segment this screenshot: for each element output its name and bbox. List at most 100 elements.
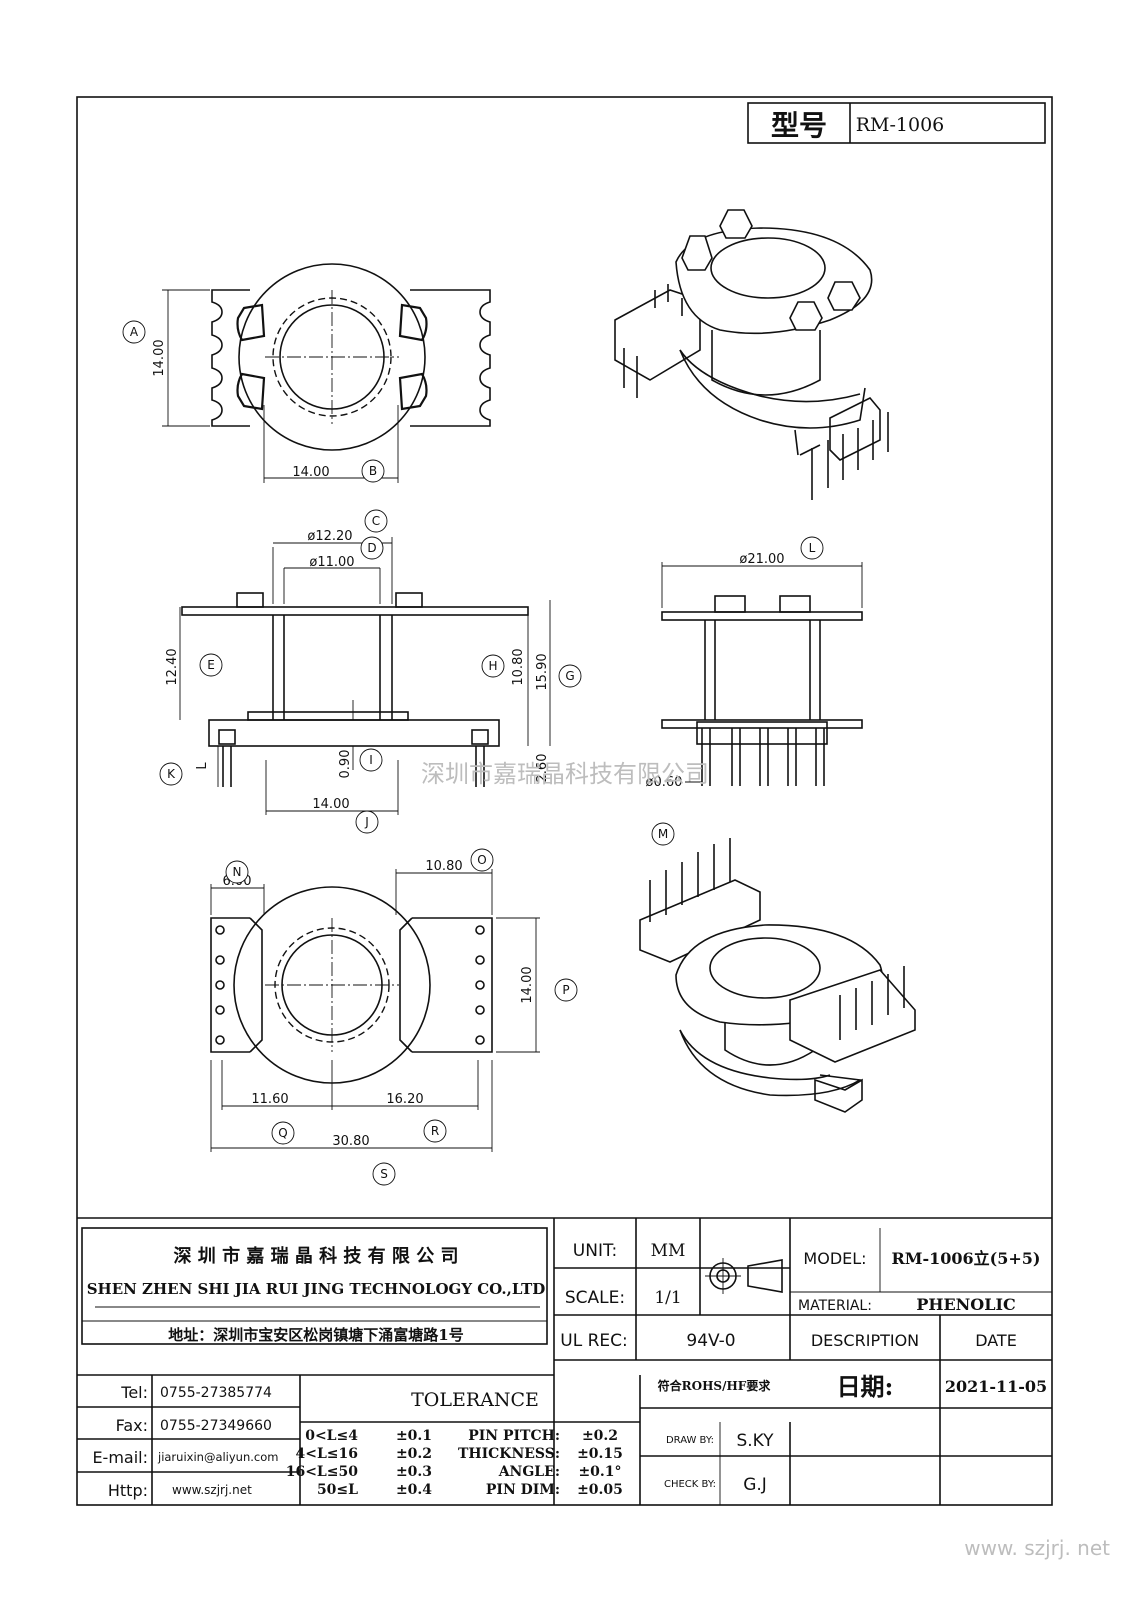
- http-value: www.szjrj.net: [172, 1483, 252, 1497]
- dim-A: 14.00: [152, 339, 167, 376]
- dim-C: ø12.20: [307, 529, 352, 544]
- bubble-r: R: [423, 1119, 447, 1143]
- bubble-s: S: [372, 1162, 396, 1186]
- bubble-label: C: [372, 514, 380, 528]
- bubble-label: M: [658, 827, 668, 841]
- dim-R: 16.20: [386, 1092, 423, 1107]
- tolerance-item-value: ±0.1°: [578, 1464, 621, 1480]
- tel-value: 0755-27385774: [160, 1385, 272, 1401]
- dim-M: ø0.60: [646, 775, 683, 790]
- tolerance-range-value: ±0.1: [396, 1428, 432, 1444]
- top-view: 14.00 14.00: [152, 263, 491, 483]
- email-value: jiaruixin@aliyun.com: [157, 1450, 278, 1464]
- company-name-cn: 深 圳 市 嘉 瑞 晶 科 技 有 限 公 司: [174, 1245, 459, 1267]
- bubble-label: O: [477, 853, 486, 867]
- iso-view-bottom: [639, 838, 916, 1113]
- company-address: 地址：深圳市宝安区松岗镇塘下涌富塘路1号: [168, 1326, 463, 1344]
- model-header: 型号 RM-1006: [747, 102, 1046, 144]
- bubble-g: G: [558, 664, 582, 688]
- dim-K-value: 2.60: [535, 754, 550, 783]
- dim-S: 30.80: [332, 1134, 369, 1149]
- tolerance-item-label: ANGLE:: [498, 1464, 560, 1480]
- http-label: Http:: [108, 1481, 148, 1500]
- dim-I: 0.90: [338, 750, 353, 779]
- unit-label: UNIT:: [573, 1241, 617, 1261]
- bubble-h: H: [481, 654, 505, 678]
- dim-Q: 11.60: [251, 1092, 288, 1107]
- tolerance-range-value: ±0.2: [396, 1446, 432, 1462]
- bubble-label: E: [207, 658, 215, 672]
- date-label: 日期:: [837, 1372, 894, 1401]
- pin-holes-right: [475, 925, 485, 1045]
- model-label: MODEL:: [803, 1249, 866, 1268]
- rohs-note: 符合ROHS/HF要求: [658, 1378, 772, 1393]
- bubble-label: Q: [278, 1126, 287, 1140]
- projection-symbol-icon: [705, 1258, 783, 1294]
- dim-G: 15.90: [535, 653, 550, 690]
- bubble-label: G: [565, 669, 574, 683]
- company-box: [81, 1227, 548, 1345]
- ul-value: 94V-0: [686, 1331, 735, 1351]
- bubble-c: C: [364, 509, 388, 533]
- material-value: PHENOLIC: [916, 1295, 1015, 1314]
- tolerance-range-value: ±0.4: [396, 1482, 432, 1498]
- company-name-en: SHEN ZHEN SHI JIA RUI JING TECHNOLOGY CO…: [87, 1280, 546, 1298]
- check-value: G.J: [743, 1475, 767, 1495]
- date-header: DATE: [975, 1331, 1017, 1350]
- unit-value: MM: [651, 1241, 686, 1261]
- watermark-url: www. szjrj. net: [964, 1536, 1110, 1560]
- tolerance-item-value: ±0.15: [577, 1446, 623, 1462]
- dim-P: 14.00: [520, 966, 535, 1003]
- tolerance-range: 16<L≤50: [286, 1464, 359, 1480]
- tolerance-item-value: ±0.2: [582, 1428, 618, 1444]
- scale-value: 1/1: [654, 1288, 681, 1308]
- drawing-border: [76, 96, 1053, 1506]
- dim-J: 14.00: [312, 797, 349, 812]
- bubble-label: R: [431, 1124, 439, 1138]
- dim-H: 10.80: [511, 648, 526, 685]
- fax-value: 0755-27349660: [160, 1418, 272, 1434]
- dim-O: 10.80: [425, 859, 462, 874]
- bubble-label: S: [380, 1167, 388, 1181]
- bubble-b: B: [361, 459, 385, 483]
- dim-L: ø21.00: [739, 552, 784, 567]
- bubble-k: K: [159, 762, 183, 786]
- bubble-i: I: [359, 748, 383, 772]
- draw-value: S.KY: [736, 1431, 774, 1451]
- tolerance-rows: 0<L≤4±0.14<L≤16±0.216<L≤50±0.350≤L±0.4PI…: [286, 1428, 623, 1498]
- bubble-label: D: [367, 541, 376, 555]
- tolerance-item-value: ±0.05: [577, 1482, 623, 1498]
- bubble-label: K: [167, 767, 176, 781]
- tolerance-title: TOLERANCE: [411, 1389, 539, 1411]
- fax-label: Fax:: [116, 1416, 148, 1435]
- bubble-o: O: [470, 848, 494, 872]
- dim-K-label: L: [195, 762, 210, 770]
- tolerance-item-label: PIN DIM:: [486, 1482, 560, 1498]
- tel-label: Tel:: [120, 1383, 148, 1402]
- bubble-j: J: [355, 810, 379, 834]
- dim-B: 14.00: [292, 465, 329, 480]
- bubble-l: L: [800, 536, 824, 560]
- dim-E: 12.40: [165, 648, 180, 685]
- bubble-label: A: [130, 325, 139, 339]
- tolerance-item-label: PIN PITCH:: [468, 1428, 560, 1444]
- model-value: RM-1006立(5+5): [892, 1249, 1041, 1268]
- pin-holes-left: [215, 925, 225, 1045]
- bubble-n: N: [225, 860, 249, 884]
- iso-pins-right: [811, 397, 889, 500]
- bubble-e: E: [199, 653, 223, 677]
- watermark-company: 深圳市嘉瑞晶科技有限公司: [421, 760, 709, 788]
- email-label: E-mail:: [92, 1448, 148, 1467]
- date-value: 2021-11-05: [945, 1377, 1047, 1396]
- ul-label: UL REC:: [560, 1331, 627, 1351]
- bubble-label: N: [233, 865, 242, 879]
- bubble-m: M: [651, 822, 675, 846]
- title-block: 深 圳 市 嘉 瑞 晶 科 技 有 限 公 司 SHEN ZHEN SHI JI…: [77, 1217, 1052, 1505]
- material-label: MATERIAL:: [798, 1298, 872, 1314]
- model-header-value: RM-1006: [856, 114, 945, 136]
- bubble-label: L: [809, 541, 816, 555]
- bubble-label: H: [488, 659, 497, 673]
- bubble-p: P: [554, 978, 578, 1002]
- bubble-label: J: [364, 815, 369, 829]
